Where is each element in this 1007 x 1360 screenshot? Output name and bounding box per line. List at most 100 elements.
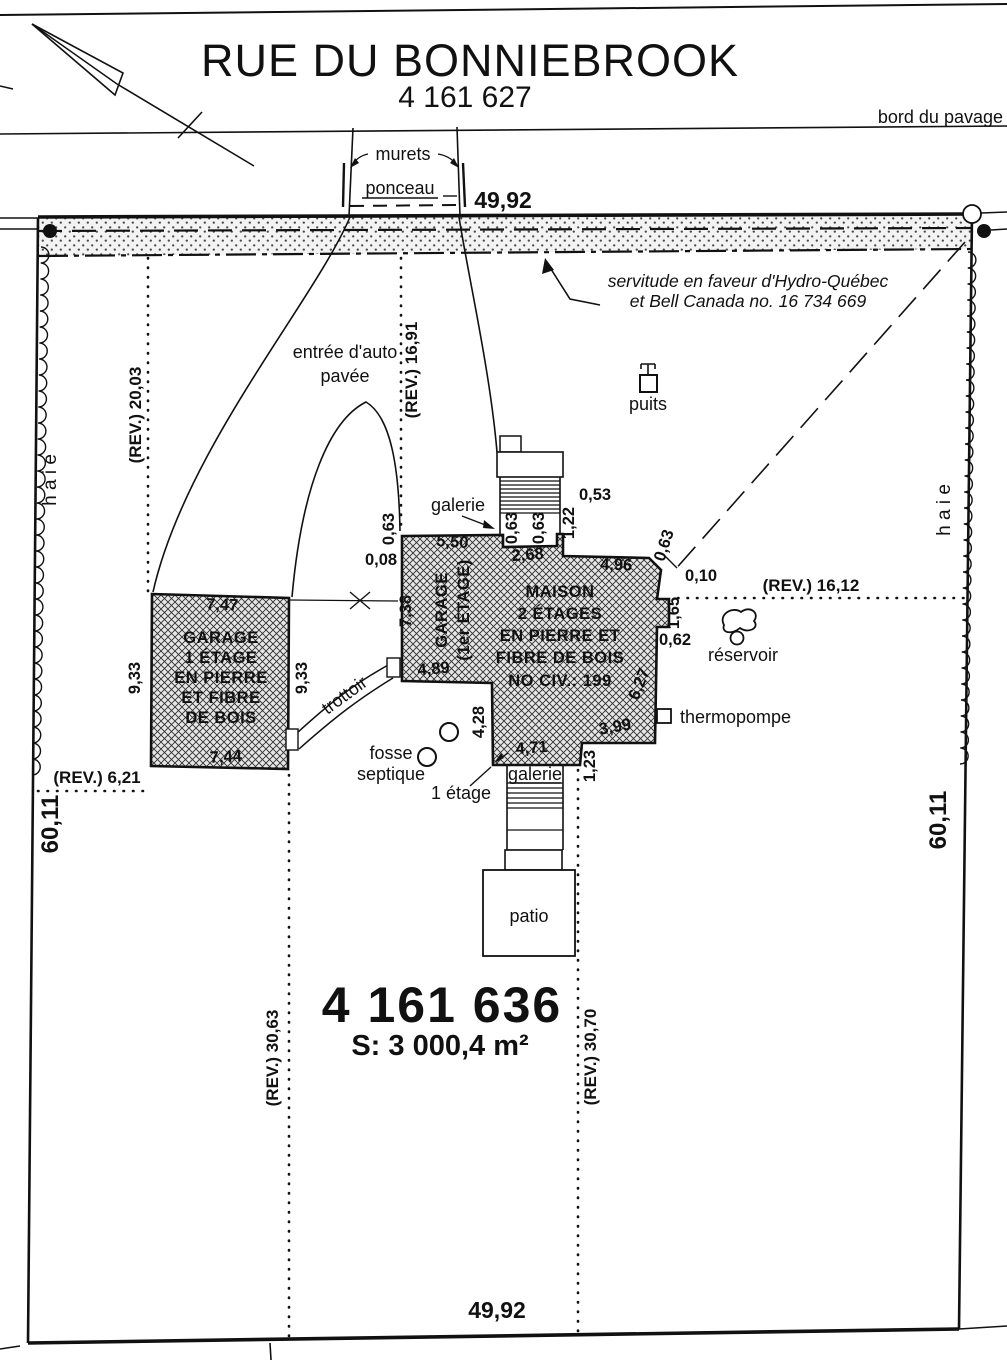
servitude-label-2: et Bell Canada no. 16 734 669 — [630, 291, 867, 311]
dim-063-recess-left: 0,63 — [503, 512, 521, 544]
garage-text-4: ET FIBRE — [181, 689, 260, 707]
rev-6-21: (REV.) 6,21 — [53, 768, 140, 787]
street-area: RUE DU BONNIEBROOK 4 161 627 bord du pav… — [0, 3, 1007, 135]
house-dimensions: 0,63 0,08 5,50 7,38 4,89 4,28 4,71 1,23 … — [365, 486, 717, 782]
garage-footprint — [149, 592, 291, 771]
garage-text-3: EN PIERRE — [174, 669, 267, 687]
corner-offset-tick — [663, 554, 678, 569]
stairs-north — [500, 480, 560, 514]
garage-dim-bottom: 7,44 — [209, 747, 243, 767]
gallery-north: galerie — [431, 435, 564, 534]
servitude-strip: servitude en faveur d'Hydro-Québec et Be… — [37, 214, 973, 311]
house-footprint — [400, 532, 671, 767]
hedge-left — [32, 246, 50, 776]
dim-063-corner: 0,63 — [651, 527, 678, 563]
dim-063-left: 0,63 — [380, 513, 398, 545]
boundary-bottom — [27, 1327, 960, 1345]
house-text-3: EN PIERRE ET — [500, 627, 621, 645]
servitude-arrow — [542, 258, 554, 274]
dim-122: 1,22 — [560, 507, 578, 539]
hedge-left-label: h a i e — [40, 454, 61, 506]
garage-dim-top: 7,47 — [206, 595, 239, 614]
garage-text-5: DE BOIS — [185, 709, 256, 727]
north-arrow-icon — [31, 23, 255, 167]
dim-550: 5,50 — [436, 532, 469, 552]
rev-30-70: (REV.) 30,70 — [581, 1009, 600, 1106]
right-depth: 60,11 — [925, 791, 952, 850]
servitude-bottom-line — [37, 247, 973, 258]
left-depth: 60,11 — [37, 795, 64, 854]
stairs-south — [507, 782, 563, 851]
street-tick — [0, 85, 14, 90]
hedge-right — [959, 251, 977, 765]
patio-label: patio — [509, 906, 548, 926]
dim-496: 4,96 — [600, 555, 633, 574]
septic-circle-2 — [417, 747, 437, 767]
street-far-edge — [0, 3, 1007, 16]
patio-footprint — [482, 869, 576, 957]
parcel-number: 4 161 636 — [322, 977, 562, 1033]
dim-123: 1,23 — [581, 750, 599, 782]
dim-471-arrow — [494, 753, 504, 763]
septic-circle-1 — [439, 722, 459, 742]
sidewalk-edge-2 — [298, 677, 394, 750]
fence-x-mark — [349, 591, 371, 610]
house-text-2: 2 ÉTAGES — [518, 604, 602, 623]
gallery-south: galerie patio — [482, 764, 576, 957]
house-text-1: MAISON — [526, 583, 595, 601]
rev-20-03: (REV.) 20,03 — [126, 367, 145, 464]
fence-line — [289, 599, 399, 602]
septic-label-1: fosse — [369, 743, 412, 763]
rev-16-91: (REV.) 16,91 — [402, 322, 421, 419]
muret-arrow-left — [350, 158, 359, 168]
boundary-left — [26, 217, 40, 1344]
servitude-label-1: servitude en faveur d'Hydro-Québec — [608, 271, 889, 291]
dim-489: 4,89 — [417, 659, 451, 680]
murets-label: murets — [375, 144, 430, 164]
one-storey-label: 1 étage — [431, 783, 491, 803]
driveway-label-2: pavée — [320, 366, 369, 386]
garage-dim-right: 9,33 — [293, 662, 311, 694]
bottom-width: 49,92 — [468, 1297, 526, 1323]
parcel-labels: 4 161 636 S: 3 000,4 m² 60,11 60,11 49,9… — [37, 791, 952, 1323]
street-lot-number: 4 161 627 — [398, 81, 531, 114]
dim-268: 2,68 — [511, 545, 544, 565]
dim-008: 0,08 — [365, 551, 397, 569]
house-text-4: FIBRE DE BOIS — [496, 649, 624, 667]
house-garage-text-1: GARAGE — [433, 572, 451, 647]
reservoir-icon — [721, 608, 757, 634]
survey-marker-left — [43, 224, 57, 238]
garage-dim-left: 9,33 — [126, 662, 144, 694]
hedge-right-label: h a i e — [934, 484, 955, 536]
ponceau-label: ponceau — [365, 178, 434, 198]
driveway: entrée d'auto pavée — [152, 216, 498, 610]
pavement-edge-label: bord du pavage — [878, 107, 1003, 127]
well-label: puits — [629, 394, 667, 414]
dim-738: 7,38 — [397, 595, 415, 627]
dim-063-recess-right: 0,63 — [530, 512, 548, 544]
dim-471: 4,71 — [515, 738, 548, 758]
dim-010: 0,10 — [685, 567, 717, 585]
dim-399: 3,99 — [598, 715, 633, 738]
house: GARAGE (1er ÉTAGE) MAISON 2 ÉTAGES EN PI… — [400, 532, 678, 767]
muret-arrow-right — [450, 158, 459, 168]
well-icon — [639, 374, 658, 393]
gallery-south-label: galerie — [508, 764, 562, 784]
servitude-centerline — [37, 226, 973, 233]
gallery-north-label: galerie — [431, 495, 485, 515]
pavement-edge-line — [0, 125, 1007, 135]
boundary-right — [957, 213, 974, 1330]
muret-right — [461, 162, 467, 208]
house-text-5: NO CIV.: 199 — [508, 672, 612, 690]
rev-30-63: (REV.) 30,63 — [263, 1010, 282, 1107]
corner-circle-marker — [962, 204, 982, 224]
survey-marker-right — [977, 224, 991, 238]
driveway-island — [291, 401, 401, 598]
gallery-landing — [496, 451, 564, 478]
muret-left — [341, 162, 346, 208]
heatpump-icon — [656, 708, 672, 724]
house-garage-text-2: (1er ÉTAGE) — [454, 559, 473, 660]
rev-lines: (REV.) 20,03 (REV.) 16,91 (REV.) 16,12 (… — [36, 256, 972, 1340]
